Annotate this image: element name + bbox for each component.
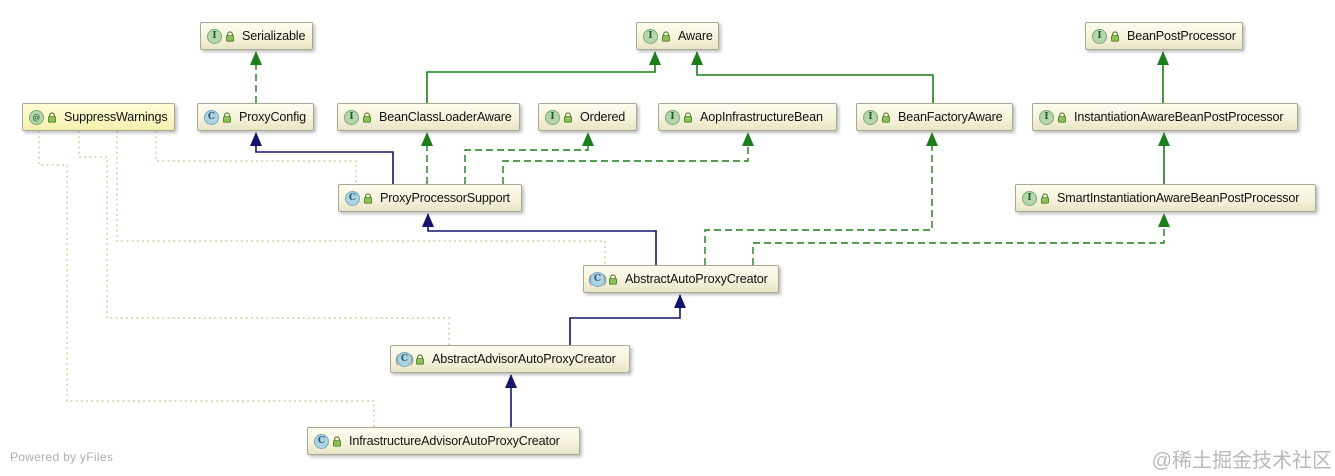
interface-icon: I	[1022, 190, 1037, 206]
class-name-label: Serializable	[242, 29, 306, 43]
juejin-watermark: @稀土掘金技术社区	[1151, 450, 1332, 472]
class-icon: C	[204, 109, 219, 125]
edge-proxy-processor-support-to-proxy-config	[250, 132, 394, 184]
edge-abstract-advisor-auto-proxy-creator-to-abstract-auto-proxy-creator	[569, 294, 686, 345]
edge-proxy-processor-support-to-aop-infrastructure-bean	[502, 132, 754, 184]
interface-icon: I	[1092, 28, 1107, 44]
interface-icon: I	[344, 109, 359, 125]
edge-bean-class-loader-aware-to-aware	[426, 51, 661, 103]
lock-icon	[1040, 192, 1049, 204]
node-serializable[interactable]: I Serializable	[200, 22, 313, 50]
node-abstract-auto-proxy-creator[interactable]: (C) AbstractAutoProxyCreator	[583, 265, 779, 293]
powered-by-yfiles-label: Powered by yFiles	[10, 450, 114, 464]
class-icon: C	[314, 433, 329, 449]
node-instantiation-aware-bean-post-processor[interactable]: I InstantiationAwareBeanPostProcessor	[1032, 103, 1298, 131]
interface-icon: I	[1039, 109, 1054, 125]
class-name-label: Ordered	[580, 110, 626, 124]
node-abstract-advisor-auto-proxy-creator[interactable]: (C) AbstractAdvisorAutoProxyCreator	[390, 345, 630, 373]
lock-icon	[222, 111, 231, 123]
edge-proxy-processor-support-to-ordered	[464, 132, 594, 184]
node-suppress-warnings[interactable]: @ SuppressWarnings	[22, 103, 175, 131]
node-icons: @	[29, 109, 57, 125]
lock-icon	[1057, 111, 1066, 123]
annotation-icon: @	[29, 109, 44, 125]
node-icons: C	[345, 190, 373, 206]
lock-icon	[661, 30, 670, 42]
class-name-label: ProxyConfig	[239, 110, 306, 124]
interface-icon: I	[545, 109, 560, 125]
node-icons: I	[863, 109, 891, 125]
abstract-class-icon: (C)	[395, 351, 414, 367]
node-icons: I	[1092, 28, 1120, 44]
class-name-label: AbstractAdvisorAutoProxyCreator	[432, 352, 616, 366]
lock-icon	[608, 273, 617, 285]
node-proxy-processor-support[interactable]: C ProxyProcessorSupport	[338, 184, 522, 212]
class-icon: C	[345, 190, 360, 206]
edge-suppress-warnings-to-abstract-auto-proxy-creator	[116, 131, 606, 265]
lock-icon	[363, 192, 372, 204]
node-ordered[interactable]: I Ordered	[538, 103, 637, 131]
node-bean-class-loader-aware[interactable]: I BeanClassLoaderAware	[337, 103, 520, 131]
node-infrastructure-advisor-auto-proxy-creator[interactable]: C InfrastructureAdvisorAutoProxyCreator	[307, 427, 580, 455]
node-aop-infrastructure-bean[interactable]: I AopInfrastructureBean	[658, 103, 837, 131]
lock-icon	[332, 435, 341, 447]
interface-icon: I	[863, 109, 878, 125]
node-icons: I	[1022, 190, 1050, 206]
class-name-label: Aware	[678, 29, 713, 43]
node-bean-factory-aware[interactable]: I BeanFactoryAware	[856, 103, 1013, 131]
edge-bean-factory-aware-to-aware	[691, 51, 934, 103]
class-name-label: BeanPostProcessor	[1127, 29, 1236, 43]
interface-icon: I	[643, 28, 658, 44]
abstract-class-icon: (C)	[588, 271, 607, 287]
edge-suppress-warnings-to-proxy-processor-support	[155, 131, 357, 184]
node-icons: C	[314, 433, 342, 449]
class-name-label: BeanFactoryAware	[898, 110, 1003, 124]
class-name-label: AbstractAutoProxyCreator	[625, 272, 768, 286]
lock-icon	[415, 353, 424, 365]
node-bean-post-processor[interactable]: I BeanPostProcessor	[1085, 22, 1243, 50]
node-aware[interactable]: I Aware	[636, 22, 719, 50]
node-icons: I	[207, 28, 235, 44]
node-icons: I	[665, 109, 693, 125]
class-name-label: ProxyProcessorSupport	[380, 191, 510, 205]
lock-icon	[1110, 30, 1119, 42]
node-icons: I	[545, 109, 573, 125]
lock-icon	[563, 111, 572, 123]
lock-icon	[225, 30, 234, 42]
interface-icon: I	[207, 28, 222, 44]
edge-abstract-auto-proxy-creator-to-smart-instantiation-aware-bean-post-processor	[752, 213, 1170, 265]
node-proxy-config[interactable]: C ProxyConfig	[197, 103, 314, 131]
node-icons: (C)	[588, 271, 618, 287]
edge-suppress-warnings-to-infrastructure-advisor-auto-proxy-creator	[38, 131, 375, 427]
class-name-label: InstantiationAwareBeanPostProcessor	[1074, 110, 1284, 124]
node-icons: I	[643, 28, 671, 44]
node-icons: I	[344, 109, 372, 125]
lock-icon	[362, 111, 371, 123]
lock-icon	[881, 111, 890, 123]
node-icons: I	[1039, 109, 1067, 125]
node-icons: (C)	[395, 351, 425, 367]
class-name-label: BeanClassLoaderAware	[379, 110, 512, 124]
edge-abstract-auto-proxy-creator-to-proxy-processor-support	[422, 213, 657, 265]
class-name-label: InfrastructureAdvisorAutoProxyCreator	[349, 434, 560, 448]
lock-icon	[47, 111, 56, 123]
class-name-label: SmartInstantiationAwareBeanPostProcessor	[1057, 191, 1300, 205]
lock-icon	[683, 111, 692, 123]
class-name-label: SuppressWarnings	[64, 110, 168, 124]
class-name-label: AopInfrastructureBean	[700, 110, 823, 124]
interface-icon: I	[665, 109, 680, 125]
node-smart-instantiation-aware-bean-post-processor[interactable]: I SmartInstantiationAwareBeanPostProcesso…	[1015, 184, 1316, 212]
edge-abstract-auto-proxy-creator-to-bean-factory-aware	[704, 132, 938, 265]
node-icons: C	[204, 109, 232, 125]
edge-suppress-warnings-to-abstract-advisor-auto-proxy-creator	[78, 131, 450, 345]
